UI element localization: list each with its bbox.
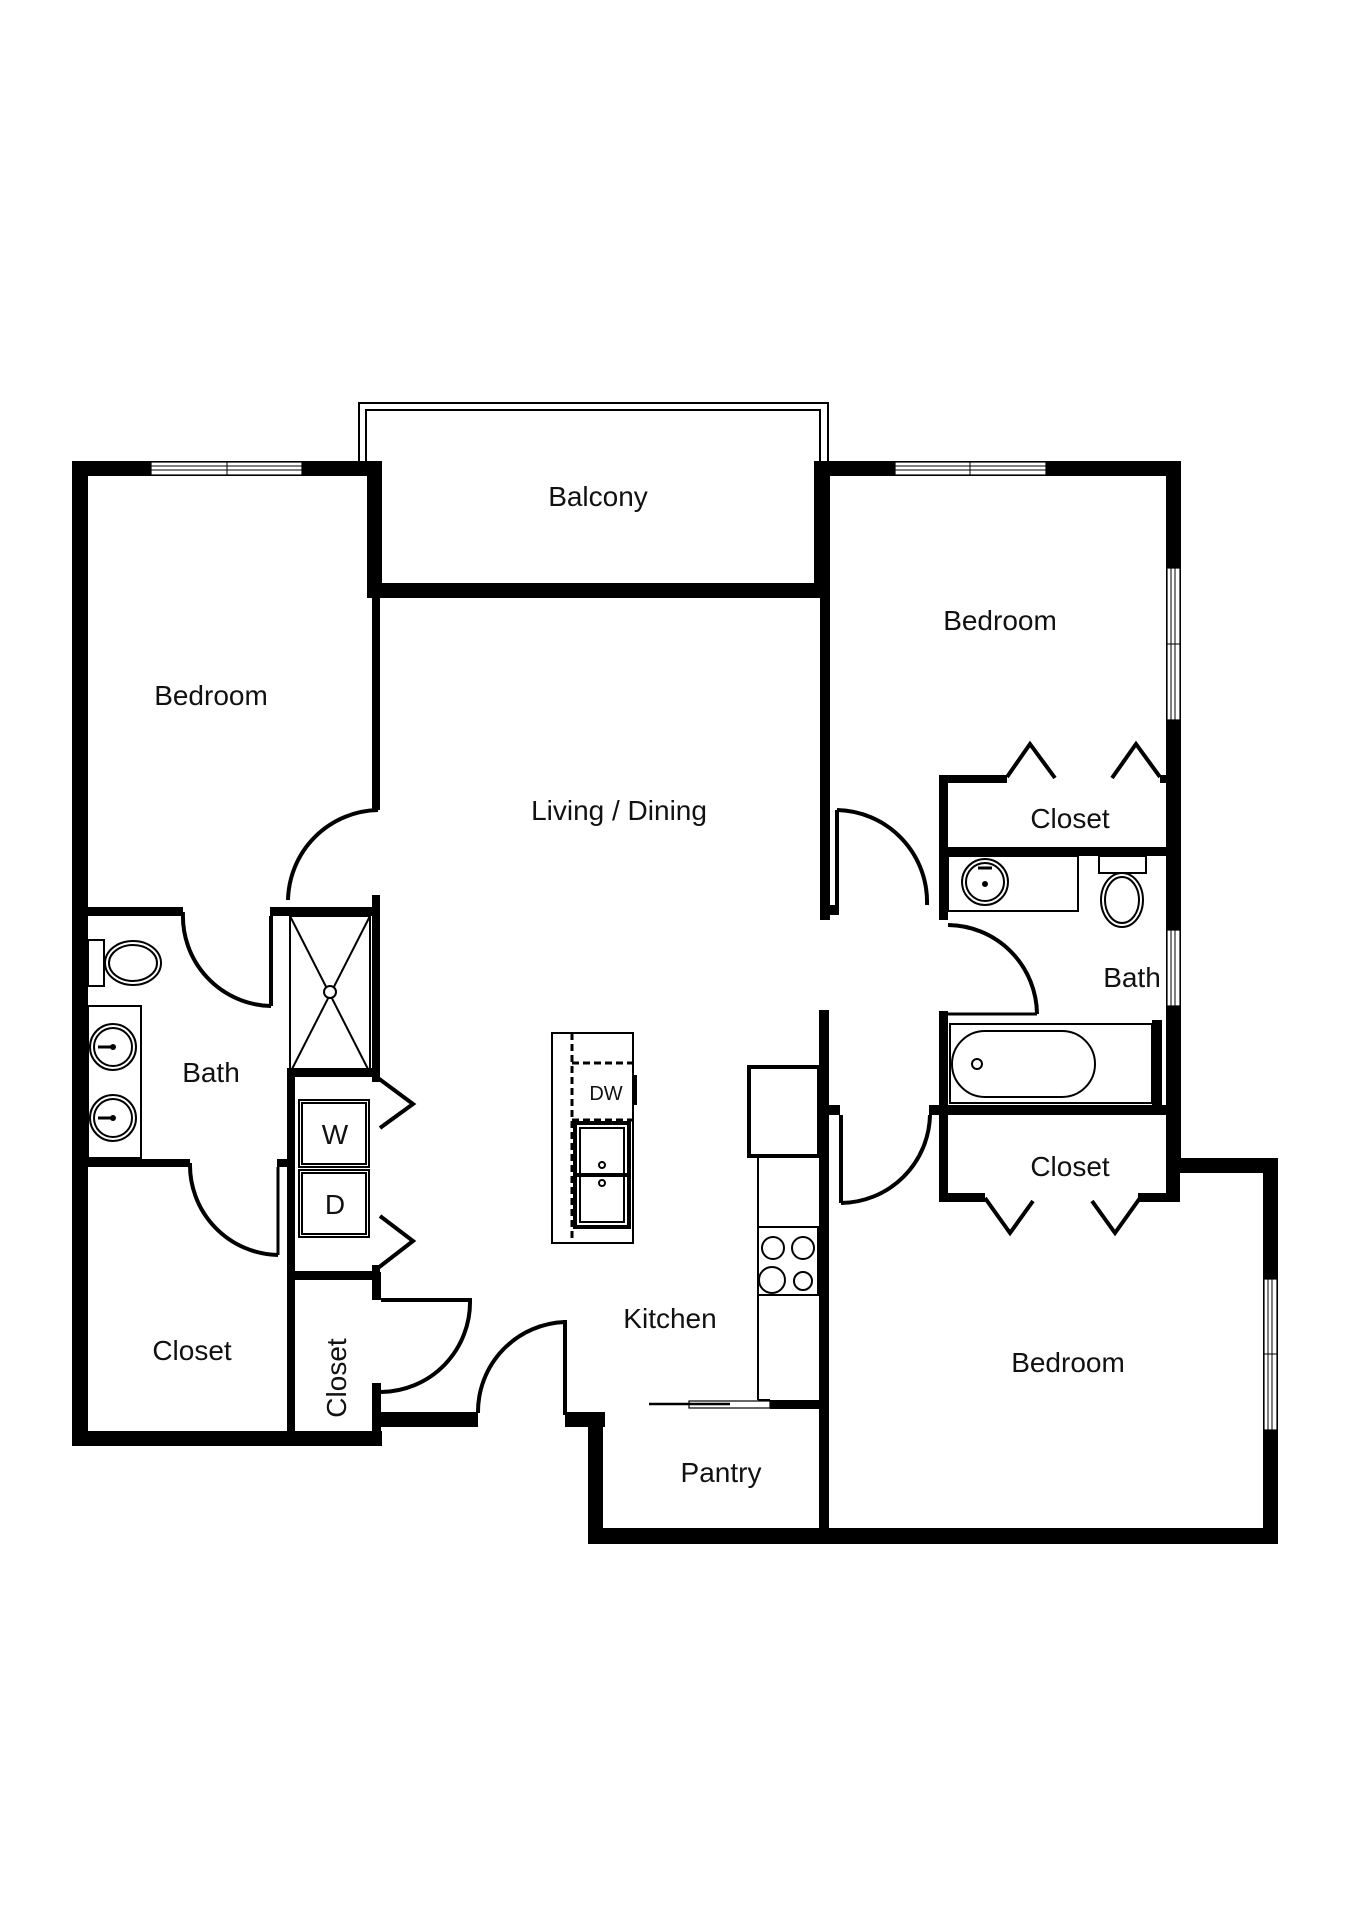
room-label-bedroom-bottom-right: Bedroom [1011,1347,1125,1378]
door-swing [380,1298,473,1394]
window [1166,929,1181,1007]
door-swing [840,1114,932,1205]
bifold-door [983,1196,1035,1237]
balcony-bottom-wall [367,583,830,598]
tub-drain-icon [971,1058,983,1070]
door-swing [187,1162,279,1257]
room-label-bath-right: Bath [1103,962,1161,993]
bedroom-bottom-right-walls [829,1105,1278,1544]
room-label-balcony: Balcony [548,481,648,512]
room-label-closet-hall: Closet [321,1338,352,1418]
toilet-tank [1098,855,1147,874]
room-label-bedroom-left: Bedroom [154,680,268,711]
bedroom-top-right-walls [820,461,1181,1173]
washer-icon [298,1099,370,1168]
wall [372,597,380,810]
balcony-railing-inner [365,409,821,461]
kitchen-fixtures [475,1032,1278,1544]
toilet-icon [1100,872,1144,928]
refrigerator [747,1065,821,1158]
laundry-closet [287,1068,417,1446]
room-label-closet-top-right: Closet [1030,803,1110,834]
range [757,1226,819,1296]
vanity [87,1005,142,1159]
room-label-living-dining: Living / Dining [531,795,707,826]
living-right-wall [819,461,830,1528]
shower-drain-icon [323,985,337,999]
bifold-door [376,1076,417,1130]
toilet-tank [87,939,105,987]
bath-right-fixtures [929,855,1166,1115]
room-label-closet-left: Closet [152,1335,232,1366]
bedroom-left-walls [72,461,382,1446]
dryer-icon [298,1169,370,1238]
door-swing [947,923,1039,1015]
door-swing [180,911,272,1008]
washer-label: W [322,1119,349,1150]
bifold-door [1110,740,1162,780]
left-exterior-wall [72,461,88,1446]
bifold-door [376,1214,417,1270]
vanity [947,855,1079,912]
door-swing [836,808,930,906]
sink-icon [89,1023,137,1071]
dishwasher-label: DW [589,1083,622,1105]
dryer-label: D [325,1189,345,1220]
wall [372,895,380,1080]
room-label-closet-right-lower: Closet [1030,1151,1110,1182]
kitchen-island [551,1032,634,1244]
balcony-left-wall [367,461,382,597]
sink-icon [961,858,1009,906]
toilet-icon [104,940,162,986]
closets-left [72,1272,478,1446]
sink-icon [89,1094,137,1142]
bath-left-fixtures [87,907,380,1257]
entry-door-swing [475,1320,566,1414]
bathtub [949,1023,1153,1104]
room-label-kitchen: Kitchen [623,1303,716,1334]
bifold-door [1090,1196,1142,1237]
room-label-bath-left: Bath [182,1057,240,1088]
burner-icon [761,1236,785,1260]
balcony-railing-outer [358,402,829,461]
bifold-door [1005,740,1057,780]
room-label-pantry: Pantry [681,1457,762,1488]
room-label-bedroom-top-right: Bedroom [943,605,1057,636]
door-swing [286,808,379,901]
